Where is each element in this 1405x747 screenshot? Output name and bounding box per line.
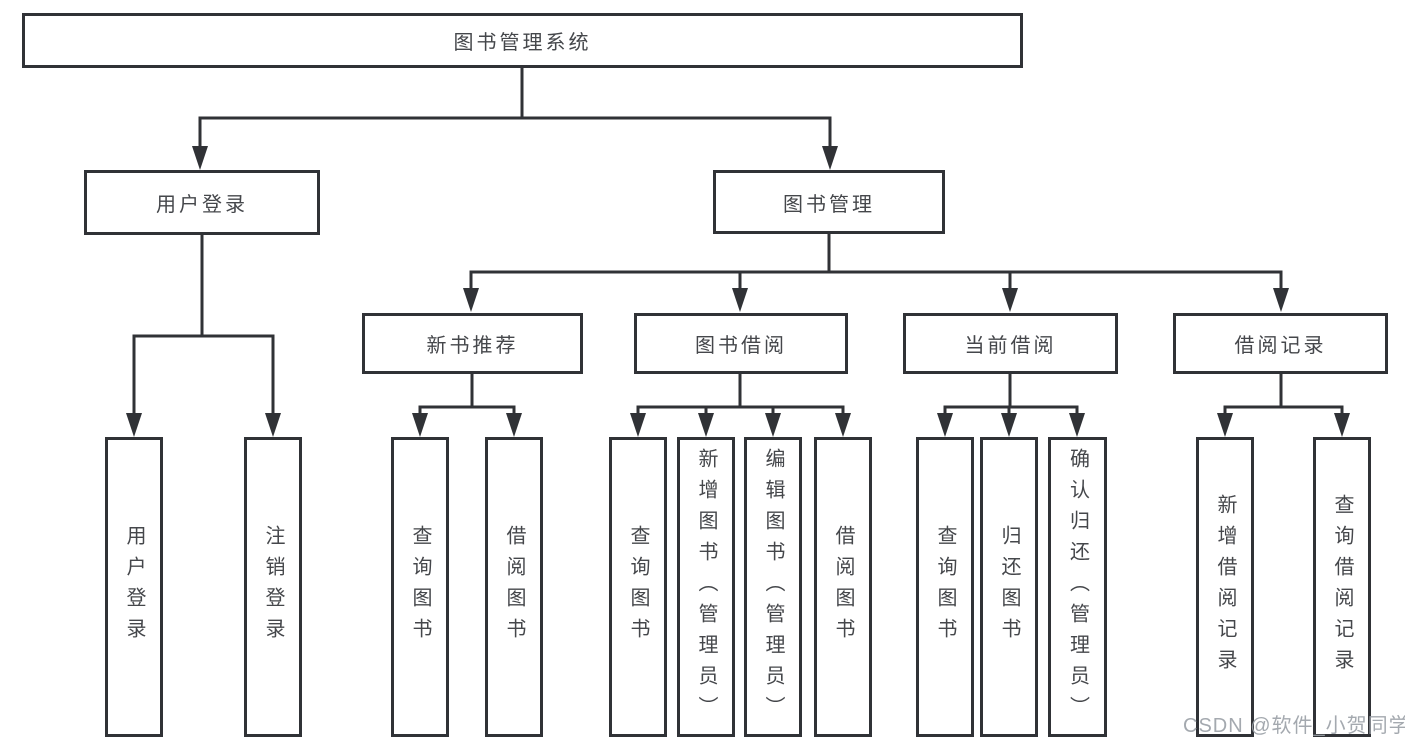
- node-label: 当前借阅: [964, 335, 1057, 357]
- leaf-confirm-return-admin: 确认归还（管理员）: [1048, 437, 1107, 737]
- node-book-borrowing: 图书借阅: [634, 313, 848, 374]
- node-book-management: 图书管理: [713, 170, 945, 234]
- leaf-query-books-1: 查询图书: [391, 437, 449, 737]
- node-label: 借阅图书: [503, 525, 525, 649]
- node-label: 归还图书: [998, 525, 1020, 649]
- leaf-query-borrow-record: 查询借阅记录: [1313, 437, 1371, 737]
- node-label: 新书推荐: [426, 335, 519, 357]
- node-label: 新增借阅记录: [1214, 494, 1236, 680]
- watermark: CSDN @软件_小贺同学: [1183, 715, 1405, 737]
- node-label: 注销登录: [262, 525, 284, 649]
- leaf-add-books-admin: 新增图书（管理员）: [677, 437, 735, 737]
- arrowheads: [126, 146, 1350, 437]
- node-label: 图书管理系统: [453, 32, 592, 54]
- leaf-edit-books-admin: 编辑图书（管理员）: [744, 437, 802, 737]
- leaf-user-login: 用户登录: [105, 437, 163, 737]
- node-label: 图书管理: [783, 193, 875, 216]
- leaf-query-books-2: 查询图书: [609, 437, 667, 737]
- leaf-add-borrow-record: 新增借阅记录: [1196, 437, 1254, 737]
- node-user-login: 用户登录: [84, 170, 320, 235]
- node-label: 借阅图书: [832, 525, 854, 649]
- leaf-return-books: 归还图书: [980, 437, 1038, 737]
- node-label: 确认归还（管理员）: [1066, 447, 1089, 727]
- leaf-borrow-books-1: 借阅图书: [485, 437, 543, 737]
- node-label: 用户登录: [123, 525, 145, 649]
- node-label: 新增图书（管理员）: [695, 447, 717, 727]
- node-current-borrowing: 当前借阅: [903, 313, 1118, 374]
- leaf-borrow-books-2: 借阅图书: [814, 437, 872, 737]
- node-borrowing-records: 借阅记录: [1173, 313, 1388, 374]
- node-label: 用户登录: [156, 194, 248, 216]
- node-new-book-recommend: 新书推荐: [362, 313, 583, 374]
- node-label: 查询图书: [627, 525, 649, 649]
- node-label: 编辑图书（管理员）: [762, 447, 784, 727]
- leaf-query-books-3: 查询图书: [916, 437, 974, 737]
- connector-lines: [132, 67, 1344, 416]
- node-root-system: 图书管理系统: [22, 13, 1023, 68]
- node-label: 借阅记录: [1234, 335, 1327, 357]
- leaf-logout: 注销登录: [244, 437, 302, 737]
- node-label: 查询图书: [934, 525, 956, 649]
- node-label: 图书借阅: [695, 335, 787, 357]
- node-label: 查询图书: [409, 525, 431, 649]
- node-label: 查询借阅记录: [1331, 494, 1353, 680]
